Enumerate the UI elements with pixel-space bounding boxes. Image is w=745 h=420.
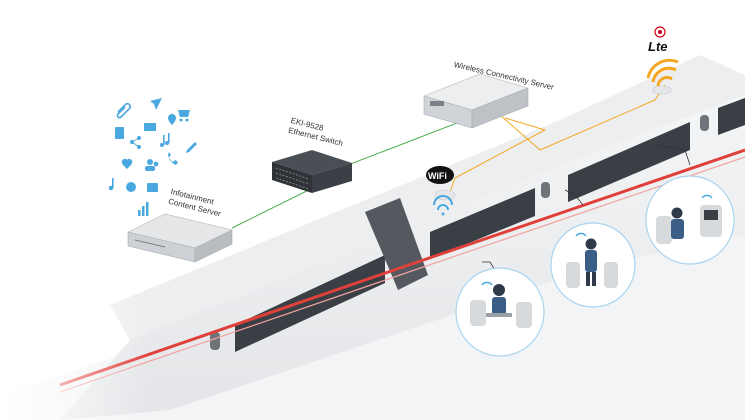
red-stripe	[59, 148, 745, 387]
location-icon	[168, 114, 176, 125]
bar-chart-icon	[138, 202, 149, 216]
cart-icon	[178, 110, 190, 122]
lte-label: Lte	[648, 39, 668, 54]
clipboard-icon	[115, 127, 124, 139]
door-rear	[210, 332, 220, 350]
lte-antenna	[646, 26, 679, 95]
window-band-nose	[718, 98, 745, 135]
passenger-bubble-standing	[550, 222, 636, 308]
leader-line-2	[564, 189, 584, 206]
phone-icon	[168, 152, 178, 165]
eki-9528-ethernet-switch	[272, 150, 352, 193]
passenger-bubble-screen	[645, 175, 735, 265]
music-note-icon	[108, 178, 114, 191]
paperclip-icon	[116, 102, 132, 119]
window-band-front	[568, 122, 690, 202]
window-band-middle	[430, 188, 535, 259]
ethernet-link-2	[334, 117, 471, 171]
door-middle	[541, 182, 550, 198]
wifi-access-point	[426, 166, 456, 216]
pencil-icon	[186, 142, 197, 153]
passenger-bubble-laptop	[455, 267, 545, 357]
car-gangway	[365, 198, 428, 290]
pie-chart-icon	[126, 182, 136, 192]
wireless-connectivity-server	[423, 73, 529, 129]
share-icon	[130, 136, 141, 149]
window-band-rear	[235, 255, 385, 352]
users-icon	[145, 159, 159, 171]
leader-line-1	[482, 261, 496, 271]
leader-line-3	[654, 144, 691, 166]
train-roof	[110, 55, 745, 340]
door-front	[700, 115, 709, 131]
red-stripe-lower	[59, 156, 745, 393]
mail-icon	[144, 123, 156, 131]
wireless-link-wifi	[449, 117, 547, 193]
send-icon	[150, 98, 162, 110]
infotainment-content-server	[127, 213, 233, 263]
music-icon	[160, 133, 170, 147]
briefcase-icon	[147, 183, 158, 192]
wifi-label: WiFi	[428, 171, 447, 181]
heart-icon	[121, 158, 133, 169]
